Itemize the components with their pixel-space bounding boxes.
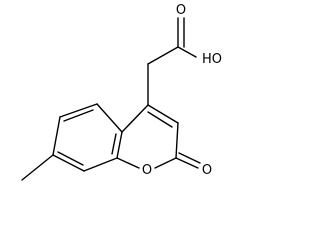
structure-diagram: O HO O O <box>21 3 222 181</box>
bond-c4-c3-inner <box>147 111 173 128</box>
acid-carbonyl-oxygen-label: O <box>176 3 186 18</box>
bond-c8a-c4a <box>116 131 123 159</box>
bond-c2-o1 <box>154 157 177 169</box>
bond-acid-oh <box>177 46 197 58</box>
benzene-ring <box>52 103 123 172</box>
pyrone-ring <box>116 104 179 169</box>
lactone-carbonyl-oxygen-label: O <box>202 163 212 178</box>
bond-c4-c3 <box>147 104 179 124</box>
bond-c7-c8 <box>52 154 85 172</box>
bond-c6-c7 <box>52 116 61 156</box>
hydroxyl-label: HO <box>202 52 222 67</box>
bond-c8-c8a <box>83 157 118 172</box>
bond-ch2-cooh <box>147 46 179 65</box>
bond-c5-c6 <box>59 103 98 118</box>
bond-c5-c6-inner <box>63 109 94 122</box>
bond-lactone-co-2 <box>178 152 201 164</box>
bond-c4a-c4 <box>121 104 149 133</box>
bond-o1-c8a <box>116 157 140 169</box>
ring-oxygen-label: O <box>142 163 152 178</box>
bond-methyl <box>21 154 54 181</box>
bond-c3-c2 <box>175 122 179 159</box>
bond-c8a-c4a-inner <box>111 133 117 155</box>
bond-lactone-co-1 <box>175 157 199 169</box>
bond-c7-c8-inner <box>57 151 84 166</box>
bond-c4a-c5 <box>96 103 123 133</box>
